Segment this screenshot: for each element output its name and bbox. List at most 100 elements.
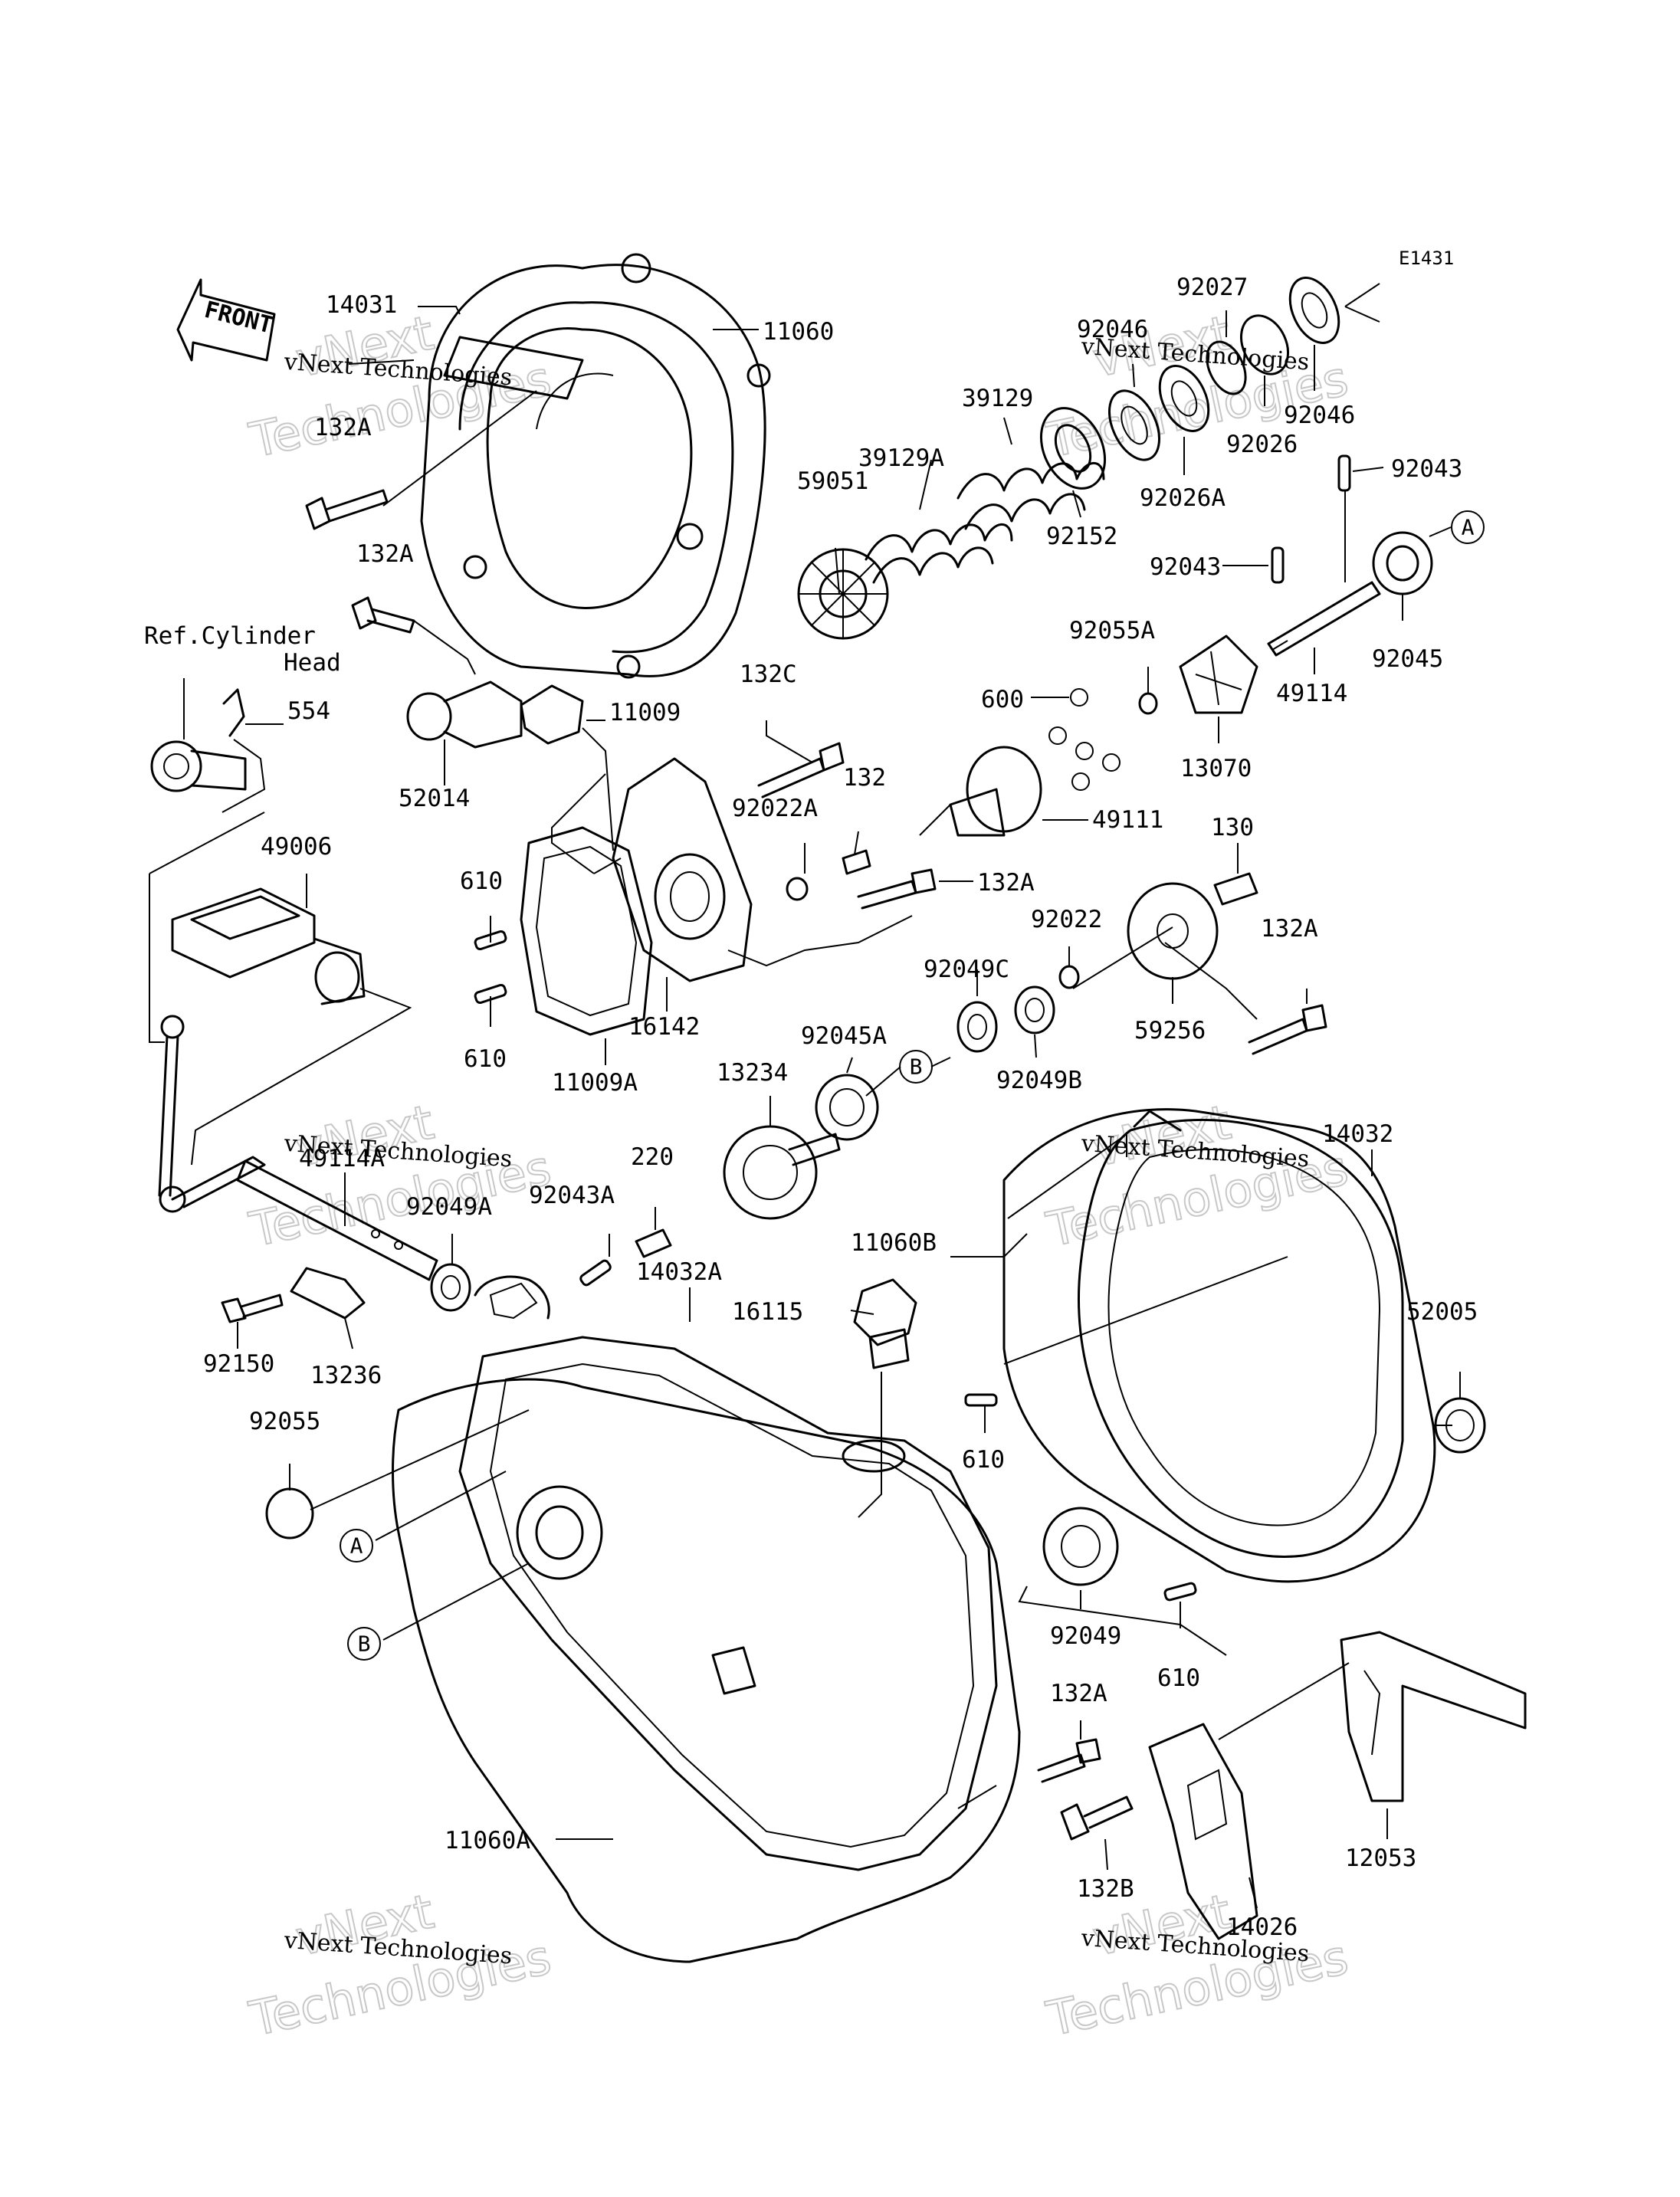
bolt-132A-top <box>305 489 389 530</box>
label-14026: 14026 <box>1226 1913 1298 1941</box>
clip-554 <box>222 688 245 737</box>
bracket-13236 <box>290 1267 366 1320</box>
svg-text:B: B <box>358 1631 371 1657</box>
label-92055: 92055 <box>249 1408 320 1435</box>
label-132A-pump: 132A <box>977 869 1035 897</box>
governor-49111 <box>949 746 1042 837</box>
pin-610-right-a <box>964 1393 998 1407</box>
label-132: 132 <box>843 764 886 792</box>
pin-610-a <box>474 930 507 951</box>
washer-92026 <box>1240 314 1289 375</box>
label-52014: 52014 <box>399 785 470 812</box>
bolt-132A-pump <box>857 868 937 910</box>
watermark-bottom-left: vNext Technologies vNext Technologies <box>244 1882 556 2048</box>
watermark-mid-right: vNext Technologies vNext Technologies <box>1041 1093 1354 1258</box>
gasket-11009 <box>520 684 584 745</box>
shaft-49114A <box>236 1159 438 1281</box>
label-92049A: 92049A <box>406 1193 492 1221</box>
pump-housing-16142 <box>612 757 753 982</box>
label-554: 554 <box>287 697 330 725</box>
oring-92055 <box>265 1487 314 1540</box>
label-59256: 59256 <box>1134 1017 1206 1044</box>
washer-92046-a <box>1108 389 1160 461</box>
label-11060A: 11060A <box>445 1827 530 1854</box>
label-13236: 13236 <box>310 1362 382 1389</box>
label-92026: 92026 <box>1226 431 1298 458</box>
label-ref-line2: Head <box>284 649 341 677</box>
washer-92022A <box>786 877 809 901</box>
label-610-b: 610 <box>464 1045 507 1073</box>
label-92152: 92152 <box>1046 523 1117 550</box>
washer-92026A <box>1158 365 1210 432</box>
label-11060B: 11060B <box>851 1229 937 1257</box>
label-600: 600 <box>981 686 1024 713</box>
label-59051: 59051 <box>797 467 868 495</box>
impeller-13070 <box>1179 635 1258 714</box>
part-labels: 14031 11060 132A 132A Ref.Cylinder Head … <box>144 274 1478 1941</box>
label-92046-b: 92046 <box>1284 402 1355 429</box>
label-39129: 39129 <box>962 385 1033 412</box>
bolt-132A-second <box>351 596 415 634</box>
label-92022: 92022 <box>1031 906 1102 933</box>
code-pointer <box>1344 283 1380 323</box>
label-610-right-a: 610 <box>962 1446 1005 1474</box>
callout-b-pump: B <box>899 1050 933 1084</box>
label-92022A: 92022A <box>732 795 818 822</box>
front-label: FRONT <box>202 297 275 339</box>
svg-text:A: A <box>1462 515 1475 540</box>
label-92150: 92150 <box>203 1350 274 1378</box>
bolt-132C <box>757 742 845 798</box>
label-11009: 11009 <box>609 699 681 726</box>
label-132A-top: 132A <box>314 414 372 441</box>
label-52005: 52005 <box>1406 1298 1478 1326</box>
label-39129A: 39129A <box>858 444 944 472</box>
svg-text:A: A <box>350 1533 363 1559</box>
label-132A-bottom: 132A <box>1050 1680 1107 1707</box>
label-11009A: 11009A <box>552 1069 638 1097</box>
label-49114: 49114 <box>1276 680 1347 707</box>
pin-92043-mid <box>1271 546 1285 584</box>
label-49114A: 49114A <box>299 1145 385 1172</box>
callout-a-bottom: A <box>340 1529 373 1562</box>
gasket-11009A <box>520 826 653 1036</box>
front-arrow-icon: FRONT <box>176 278 276 362</box>
label-14031: 14031 <box>326 291 397 319</box>
gear-13234 <box>723 1125 841 1220</box>
label-14032: 14032 <box>1322 1120 1393 1148</box>
label-49006: 49006 <box>261 833 332 861</box>
bolt-132A-right <box>1248 1004 1327 1055</box>
bearing-92049C <box>956 1001 998 1053</box>
bolt-132A-bottom <box>1037 1738 1101 1783</box>
impeller-59256 <box>1127 882 1219 980</box>
sprocket-59051 <box>797 548 889 640</box>
spring-39129A <box>865 523 1013 584</box>
callout-b-bottom: B <box>347 1627 381 1661</box>
seal-92045 <box>1372 531 1433 595</box>
washer-92022 <box>1058 965 1080 989</box>
label-92049: 92049 <box>1050 1622 1121 1650</box>
shaft-49114 <box>1267 581 1381 657</box>
bolt-92150 <box>221 1294 284 1323</box>
label-92045A: 92045A <box>801 1022 887 1050</box>
label-92026A: 92026A <box>1140 484 1226 512</box>
bearing-92152 <box>1039 407 1107 490</box>
label-92043-mid: 92043 <box>1150 553 1221 581</box>
label-130: 130 <box>1211 814 1254 841</box>
label-610-a: 610 <box>460 867 503 895</box>
label-220: 220 <box>631 1143 674 1171</box>
gasket-11060A <box>392 1378 1021 1963</box>
label-ref-line1: Ref.Cylinder <box>144 622 316 650</box>
spring-39129 <box>956 461 1105 530</box>
ref-cylinder-head-gear <box>150 740 247 792</box>
label-92045: 92045 <box>1372 645 1443 673</box>
label-16142: 16142 <box>628 1013 700 1041</box>
label-92055A: 92055A <box>1069 617 1155 644</box>
label-13234: 13234 <box>717 1059 788 1087</box>
label-610-right-b: 610 <box>1157 1664 1200 1692</box>
bolt-132 <box>842 849 871 875</box>
label-132C: 132C <box>740 661 797 688</box>
label-92049B: 92049B <box>996 1067 1082 1094</box>
pin-610-b <box>474 983 507 1005</box>
label-11060: 11060 <box>763 318 834 346</box>
label-132B: 132B <box>1077 1875 1134 1903</box>
